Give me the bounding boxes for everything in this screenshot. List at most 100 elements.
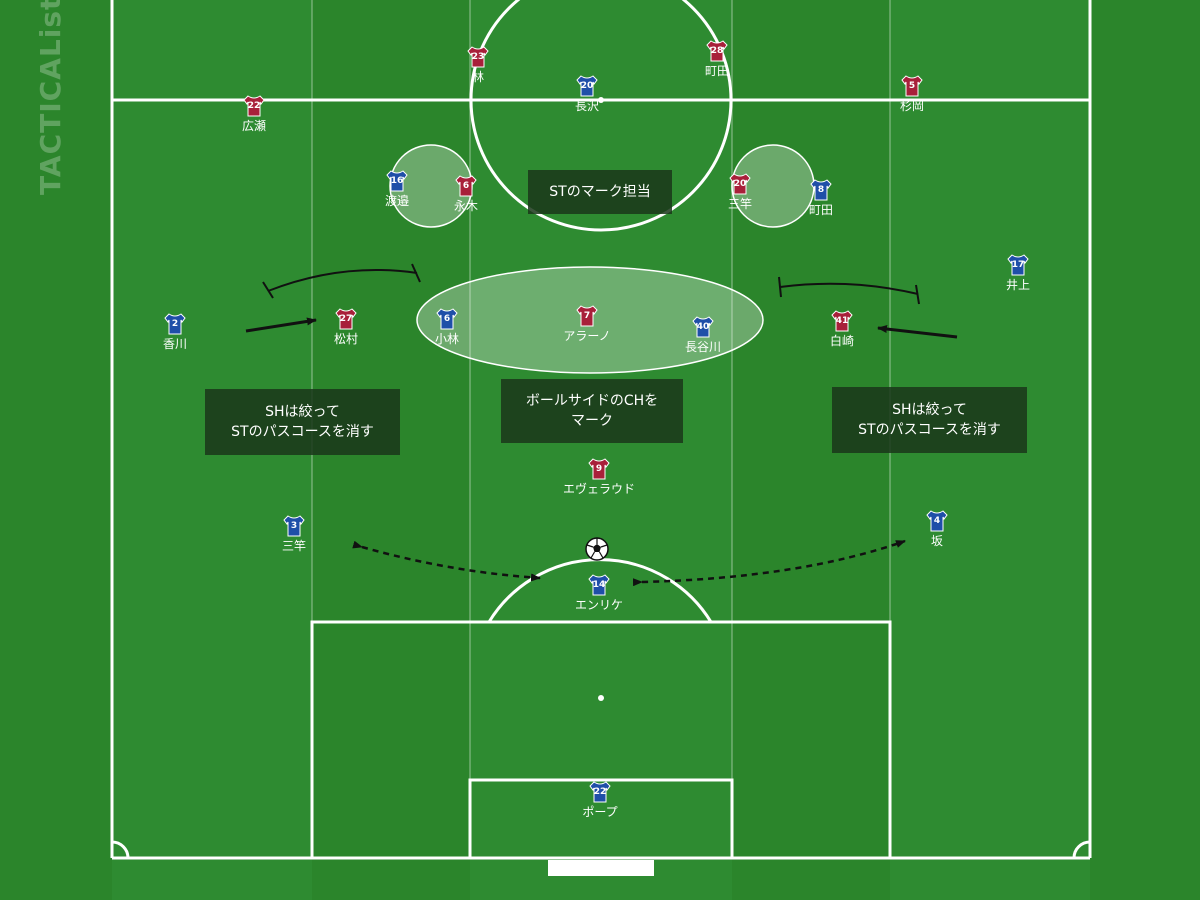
player-red-28[interactable]: 28 町田 xyxy=(697,40,737,82)
shirt-icon xyxy=(283,515,305,537)
shirt-number: 17 xyxy=(1011,260,1025,270)
shirt-icon xyxy=(164,313,186,335)
player-blue-2[interactable]: 2 香川 xyxy=(155,313,195,355)
callout-text: ボールサイドのCHを マーク xyxy=(525,393,659,429)
arrow-press-left xyxy=(245,317,317,333)
shirt-icon xyxy=(386,170,408,192)
player-red-41[interactable]: 41 白崎 xyxy=(822,310,862,352)
shirt-number: 23 xyxy=(471,52,485,62)
player-name: 白崎 xyxy=(829,334,854,348)
pass-lane-right xyxy=(632,539,906,587)
pass-lanes xyxy=(352,539,906,587)
player-name: 小林 xyxy=(434,332,459,346)
player-blue-3[interactable]: 3 三竿 xyxy=(274,515,314,557)
callout-text: SHは絞って STのパスコースを消す xyxy=(858,402,1001,438)
shirt-icon xyxy=(692,316,714,338)
shirt-icon xyxy=(335,308,357,330)
player-blue-17[interactable]: 17 井上 xyxy=(998,254,1038,296)
shirt-number: 22 xyxy=(247,101,261,111)
player-blue-8[interactable]: 8 町田 xyxy=(801,179,841,221)
player-blue-4[interactable]: 4 坂 xyxy=(917,510,957,552)
shirt-number: 22 xyxy=(593,787,607,797)
grass-stripe xyxy=(470,0,732,900)
brackets xyxy=(262,263,920,305)
callout-sh-left: SHは絞って STのパスコースを消す xyxy=(205,389,400,455)
player-blue-40[interactable]: 40 長谷川 xyxy=(683,316,723,358)
callout-text: SHは絞って STのパスコースを消す xyxy=(231,404,374,440)
shirt-icon xyxy=(810,179,832,201)
shirt-icon xyxy=(589,781,611,803)
shirt-icon xyxy=(455,175,477,197)
corner-arc-left xyxy=(111,840,130,859)
player-red-23[interactable]: 23 林 xyxy=(458,46,498,88)
player-name: 坂 xyxy=(930,534,943,548)
goal-area xyxy=(468,778,734,860)
shirt-number: 16 xyxy=(390,176,404,186)
shirt-icon xyxy=(467,46,489,68)
centre-spot xyxy=(598,97,604,103)
shirt-number: 8 xyxy=(817,185,825,195)
shirt-icon xyxy=(243,95,265,117)
player-blue-20[interactable]: 20 長沢 xyxy=(567,75,607,117)
player-name: 井上 xyxy=(1005,278,1030,292)
player-blue-22[interactable]: 22 ポープ xyxy=(580,781,620,823)
ball-icon[interactable] xyxy=(585,537,609,561)
penalty-spot xyxy=(598,695,604,701)
bracket-right xyxy=(779,282,919,295)
shirt-icon xyxy=(588,574,610,596)
shirt-number: 40 xyxy=(696,322,710,332)
pass-lane-left xyxy=(352,540,541,582)
shirt-number: 4 xyxy=(933,516,941,526)
player-red-9[interactable]: 9 エヴェラウド xyxy=(563,458,635,500)
player-name: 杉岡 xyxy=(899,99,924,113)
player-name: 三竿 xyxy=(727,197,752,211)
centre-circle xyxy=(469,0,733,232)
bracket-left xyxy=(267,269,418,292)
player-red-20[interactable]: 20 三竿 xyxy=(720,173,760,215)
callout-st-mark: STのマーク担当 xyxy=(528,170,672,214)
player-blue-14[interactable]: 14 エンリケ xyxy=(575,574,623,616)
shirt-icon xyxy=(706,40,728,62)
shirt-number: 20 xyxy=(580,81,594,91)
callout-ch-mark: ボールサイドのCHを マーク xyxy=(501,379,683,443)
arrow-press-right xyxy=(877,325,958,339)
shirt-number: 14 xyxy=(592,580,606,590)
shirt-number: 9 xyxy=(595,464,603,474)
player-red-6[interactable]: 6 永木 xyxy=(446,175,486,217)
player-name: 林 xyxy=(471,70,484,84)
player-name: 渡邉 xyxy=(384,194,409,208)
shirt-number: 27 xyxy=(339,314,353,324)
shirt-number: 3 xyxy=(290,521,298,531)
shirt-icon xyxy=(576,75,598,97)
shirt-number: 28 xyxy=(710,46,724,56)
callout-text: STのマーク担当 xyxy=(549,184,651,200)
shirt-icon xyxy=(1007,254,1029,276)
player-name: 町田 xyxy=(808,203,833,217)
player-red-22[interactable]: 22 広瀬 xyxy=(234,95,274,137)
shirt-number: 6 xyxy=(443,314,451,324)
shirt-number: 41 xyxy=(835,316,849,326)
player-name: エヴェラウド xyxy=(562,482,635,496)
shirt-icon xyxy=(901,75,923,97)
player-red-5[interactable]: 5 杉岡 xyxy=(892,75,932,117)
shirt-number: 20 xyxy=(733,179,747,189)
player-name: 永木 xyxy=(453,199,478,213)
shirt-number: 6 xyxy=(462,181,470,191)
shirt-number: 5 xyxy=(908,81,916,91)
player-name: 広瀬 xyxy=(241,119,266,133)
player-red-7[interactable]: 7 アラーノ xyxy=(563,305,611,347)
player-name: 町田 xyxy=(704,64,729,78)
player-name: エンリケ xyxy=(574,598,623,612)
player-name: 長沢 xyxy=(574,99,599,113)
shirt-icon xyxy=(436,308,458,330)
player-name: 長谷川 xyxy=(684,340,721,354)
player-name: アラーノ xyxy=(563,329,611,343)
player-name: 松村 xyxy=(333,332,358,346)
press-arrows xyxy=(245,317,958,339)
player-blue-16[interactable]: 16 渡邉 xyxy=(377,170,417,212)
shirt-number: 2 xyxy=(171,319,179,329)
player-red-27[interactable]: 27 松村 xyxy=(326,308,366,350)
pitch-lines xyxy=(110,0,1092,860)
player-blue-6[interactable]: 6 小林 xyxy=(427,308,467,350)
